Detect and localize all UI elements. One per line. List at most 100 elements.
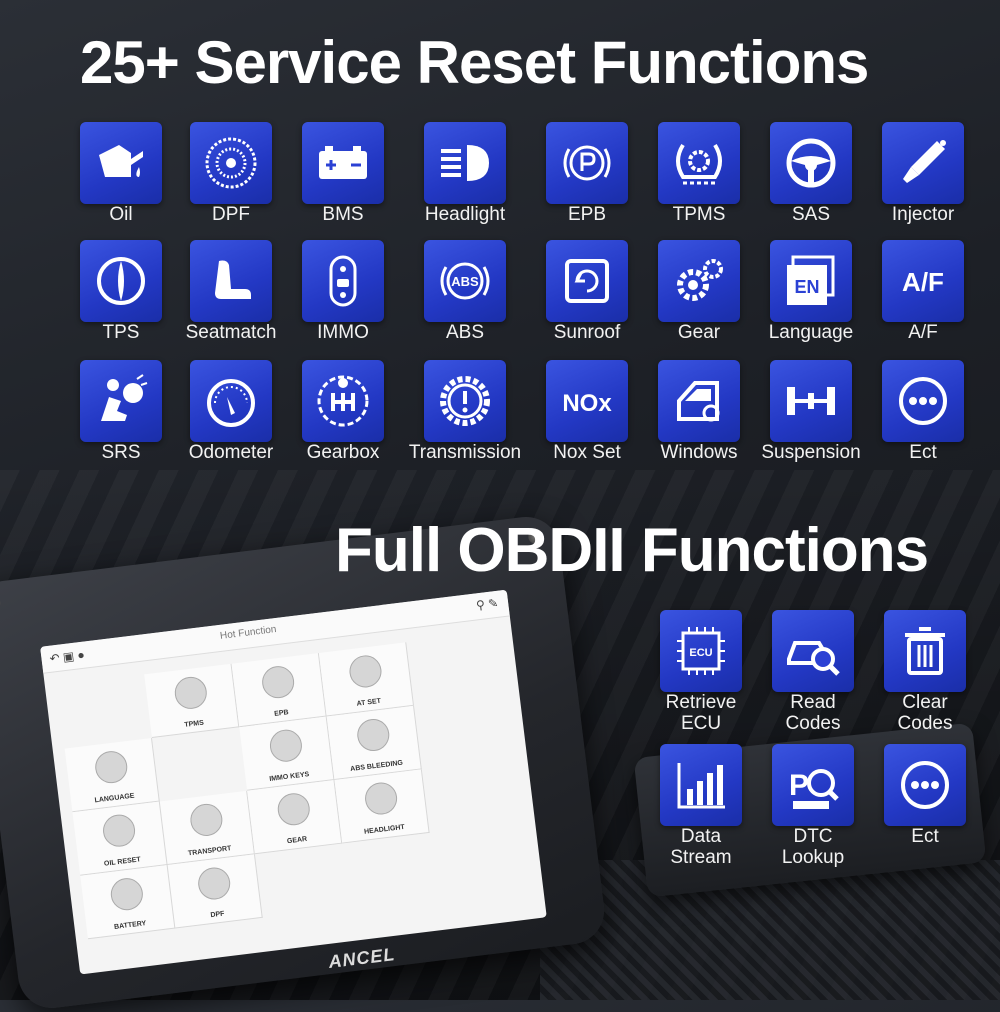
abs-tile[interactable]: ABS <box>424 240 506 322</box>
ecu-icon-text: ECU <box>689 647 712 659</box>
more-icon <box>899 377 947 425</box>
transmission-tile[interactable] <box>424 360 506 442</box>
search-icon[interactable]: ⚲ ✎ <box>475 595 499 613</box>
sunroof-tile[interactable] <box>546 240 628 322</box>
seatmatch-label: Seatmatch <box>185 322 277 343</box>
nox-icon: NOx <box>562 390 612 417</box>
obd-title: Full OBDII Functions <box>335 516 929 585</box>
screen-tile[interactable]: HEADLIGHT <box>334 769 430 844</box>
screen-tile[interactable]: TRANSPORT <box>159 790 255 866</box>
headlight-icon <box>441 145 489 181</box>
tpms-tile[interactable] <box>658 122 740 204</box>
screen-tile[interactable]: OIL RESET <box>72 801 168 876</box>
af-tile[interactable]: A/F <box>882 240 964 322</box>
screen-tile[interactable]: TPMS <box>144 663 240 738</box>
sunroof-icon <box>565 259 609 303</box>
gear-icon <box>275 791 312 828</box>
gearbox-tile[interactable] <box>302 360 384 442</box>
seatmatch-tile[interactable] <box>190 240 272 322</box>
windows-label: Windows <box>660 442 738 463</box>
af-icon-text: A/F <box>902 267 944 297</box>
clear-codes-tile[interactable] <box>884 610 966 692</box>
screen-tile[interactable]: IMMO KEYS <box>239 716 335 791</box>
abs-icon-text: ABS <box>451 274 479 289</box>
steering-wheel-icon <box>786 138 836 188</box>
ect-label: Ect <box>909 442 937 463</box>
screen-tile[interactable]: ABS BLEEDING <box>326 705 422 781</box>
tire-icon <box>172 675 209 711</box>
tpms-label: TPMS <box>672 204 726 225</box>
headlight-tile[interactable] <box>424 122 506 204</box>
injector-tile[interactable] <box>882 122 964 204</box>
dpf-label: DPF <box>212 204 250 225</box>
screen-tile[interactable]: LANGUAGE <box>64 737 160 813</box>
gears-icon <box>347 653 384 690</box>
epb-label: EPB <box>567 204 607 225</box>
language-icon <box>93 749 130 785</box>
obd-ect-tile[interactable] <box>884 744 966 826</box>
language-tile[interactable]: EN <box>770 240 852 322</box>
dpf-tile[interactable] <box>190 122 272 204</box>
tablet-screen: ↶ ▣ ● Hot Function ⚲ ✎ TPMS EPB AT SET L… <box>40 589 547 975</box>
nox-tile[interactable]: NOx <box>546 360 628 442</box>
dpf-icon <box>196 865 233 902</box>
screen-tile[interactable]: DPF <box>167 854 263 929</box>
suspension-tile[interactable] <box>770 360 852 442</box>
bms-label: BMS <box>322 204 364 225</box>
immo-tile[interactable] <box>302 240 384 322</box>
tire-pressure-icon <box>676 143 722 185</box>
headlight-label: Headlight <box>424 204 506 225</box>
scan-tablet: ↶ ▣ ● Hot Function ⚲ ✎ TPMS EPB AT SET L… <box>0 513 609 1012</box>
srs-label: SRS <box>101 442 141 463</box>
gearbox-icon <box>317 375 369 427</box>
tps-tile[interactable] <box>80 240 162 322</box>
trash-icon <box>905 627 945 675</box>
oil-can-icon <box>99 145 143 177</box>
gearbox-label: Gearbox <box>306 442 380 463</box>
language-label: Language <box>768 322 854 343</box>
transmission-warning-icon <box>440 376 490 426</box>
injector-label: Injector <box>891 204 955 225</box>
abs-icon <box>355 717 392 753</box>
odometer-tile[interactable] <box>190 360 272 442</box>
sas-tile[interactable] <box>770 122 852 204</box>
windows-tile[interactable] <box>658 360 740 442</box>
svg-text:P: P <box>789 769 809 802</box>
airbag-icon <box>101 374 148 421</box>
screen-tile[interactable]: BATTERY <box>80 865 176 940</box>
back-icon[interactable]: ↶ ▣ ● <box>48 647 86 666</box>
parking-brake-icon <box>260 664 296 701</box>
screen-tile[interactable]: EPB <box>231 652 327 728</box>
epb-tile[interactable] <box>546 122 628 204</box>
srs-tile[interactable] <box>80 360 162 442</box>
data-stream-tile[interactable] <box>660 744 742 826</box>
suspension-label: Suspension <box>761 442 861 463</box>
ecu-icon: ECU <box>677 627 725 675</box>
gear-tile[interactable] <box>658 240 740 322</box>
abs-icon: ABS <box>440 262 490 300</box>
headlight-icon <box>363 780 399 817</box>
read-codes-icon <box>787 641 840 676</box>
oil-tile[interactable] <box>80 122 162 204</box>
dtc-lookup-tile[interactable]: P <box>772 744 854 826</box>
dpf-filter-icon <box>205 137 257 189</box>
bms-tile[interactable] <box>302 122 384 204</box>
screen-tile[interactable]: AT SET <box>318 642 415 717</box>
odometer-label: Odometer <box>188 442 274 463</box>
ect-tile[interactable] <box>882 360 964 442</box>
retrieve-ecu-tile[interactable]: ECU <box>660 610 742 692</box>
gear-label: Gear <box>677 322 721 343</box>
immo-label: IMMO <box>317 322 369 343</box>
oil-label: Oil <box>109 204 133 225</box>
key-fob-icon <box>329 255 357 307</box>
screen-tile[interactable]: GEAR <box>247 780 343 855</box>
obd-ect-label: Ect <box>911 826 939 847</box>
nox-icon-text: NOx <box>562 390 612 417</box>
abs-label: ABS <box>445 322 485 343</box>
transmission-label: Transmission <box>408 442 522 463</box>
injector-icon <box>903 140 946 183</box>
language-icon: EN <box>787 255 835 305</box>
read-codes-tile[interactable] <box>772 610 854 692</box>
